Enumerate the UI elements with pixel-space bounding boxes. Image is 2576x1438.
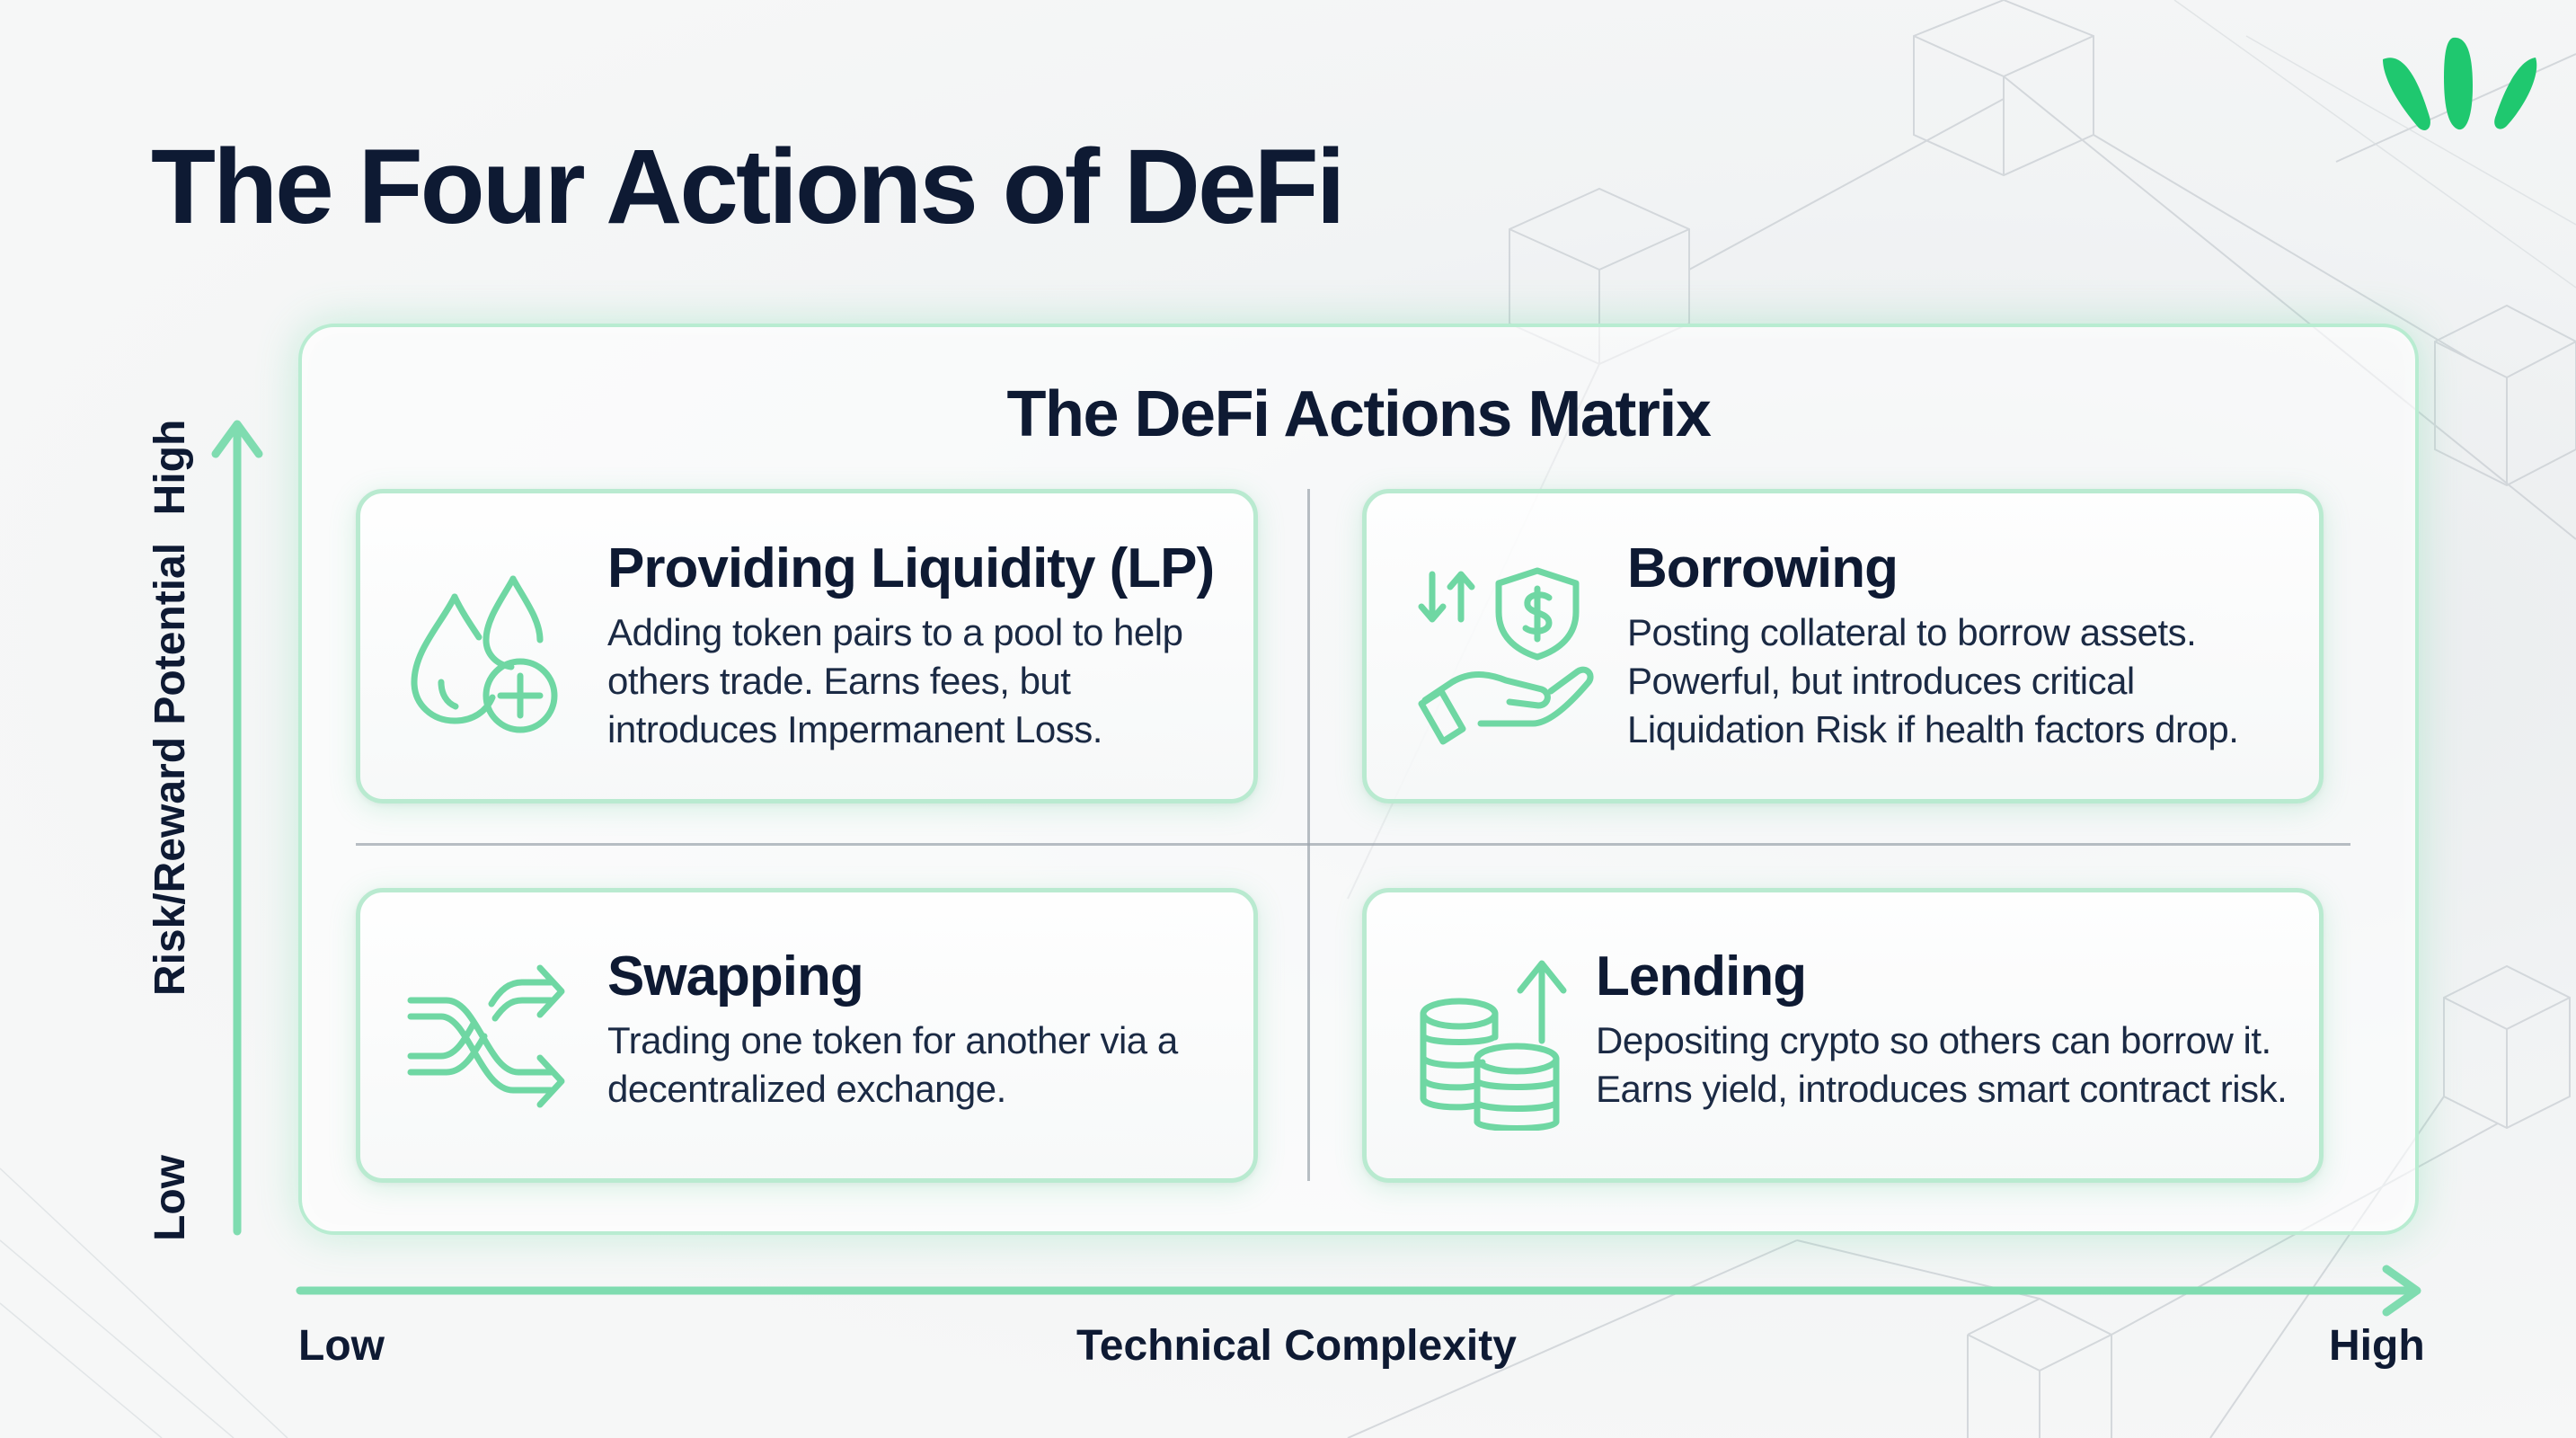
description-line: introduces Impermanent Loss. [607, 708, 1102, 750]
card-title: Borrowing [1627, 537, 1899, 599]
hand-shield-dollar-icon [1418, 567, 1594, 745]
horizontal-divider [356, 843, 2350, 846]
droplets-plus-icon [411, 575, 558, 733]
slide-title: The Four Actions of DeFi [151, 128, 1345, 246]
x-axis-high-label: High [2329, 1322, 2425, 1370]
x-axis-label: Technical Complexity [1076, 1322, 1517, 1370]
description-line: Trading one token for another via a [607, 1019, 1178, 1061]
description-line: Depositing crypto so others can borrow i… [1596, 1019, 2271, 1061]
description-line: Powerful, but introduces critical [1627, 660, 2135, 702]
quadrant-card-swapping: Swapping Trading one token for another v… [356, 888, 1258, 1183]
description-line: Earns yield, introduces smart contract r… [1596, 1068, 2288, 1110]
card-title: Lending [1596, 945, 1807, 1007]
description-line: decentralized exchange. [607, 1068, 1006, 1110]
coins-arrow-up-icon [1420, 960, 1567, 1131]
card-title: Providing Liquidity (LP) [607, 537, 1215, 599]
description-line: Posting collateral to borrow assets. [1627, 611, 2197, 653]
shuffle-arrows-icon [407, 964, 565, 1108]
vertical-divider [1307, 489, 1310, 1181]
description-line: Adding token pairs to a pool to help [607, 611, 1183, 653]
y-axis-low-label: Low [146, 1155, 194, 1241]
brand-logo [2383, 37, 2537, 130]
quadrant-card-lending: Lending Depositing crypto so others can … [1362, 888, 2324, 1183]
matrix-panel: The DeFi Actions Matrix Providing Liquid… [298, 324, 2419, 1235]
matrix-title: The DeFi Actions Matrix [1006, 378, 1712, 450]
y-axis-label: Risk/Reward Potential [146, 542, 194, 997]
card-description: Depositing crypto so others can borrow i… [1596, 1016, 2288, 1114]
x-axis-low-label: Low [298, 1322, 385, 1370]
y-axis-high-label: High [146, 419, 194, 516]
card-description: Posting collateral to borrow assets. Pow… [1627, 608, 2239, 754]
quadrant-card-borrowing: Borrowing Posting collateral to borrow a… [1362, 489, 2324, 803]
card-description: Adding token pairs to a pool to help oth… [607, 608, 1183, 754]
description-line: others trade. Earns fees, but [607, 660, 1071, 702]
description-line: Liquidation Risk if health factors drop. [1627, 708, 2239, 750]
quadrant-card-providing-liquidity: Providing Liquidity (LP) Adding token pa… [356, 489, 1258, 803]
card-description: Trading one token for another via a dece… [607, 1016, 1178, 1114]
card-title: Swapping [607, 945, 864, 1007]
